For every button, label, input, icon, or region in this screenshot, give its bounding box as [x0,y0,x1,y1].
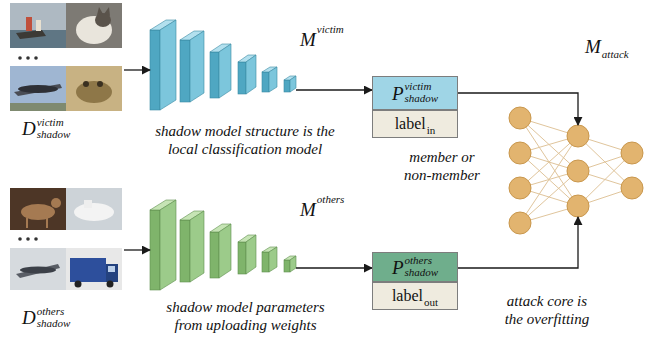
math-label: Mvictim [300,30,344,49]
prediction-box: Pvictimshadow [372,76,458,110]
subscript-text: shadow [404,267,438,279]
flow-arrow [458,93,578,125]
symbol-text: label [392,288,423,304]
image-grid [10,3,122,111]
flow-arrow [296,89,372,90]
subscript-text: shadow [404,93,438,105]
annotation-text: member or non-member [396,148,488,184]
math-label: Mothers [300,200,344,219]
symbol-text: M [300,200,316,219]
neural-network [520,118,632,223]
subscript-text: in [427,125,436,137]
annotation-text: shadow model structure is the local clas… [145,122,345,158]
dataset-images: Dvictimshadow [8,3,124,145]
image-grid [10,188,122,290]
superscript-text: victim [317,24,344,36]
symbol-text: M [300,30,316,49]
symbol-text: M [585,37,601,56]
attack-network: Mattack [505,105,645,236]
superscript-text: others [404,255,438,267]
math-label: labelin [395,116,436,132]
symbol-text: P [392,258,404,277]
network-neurons [509,107,643,234]
superscript-text: others [37,306,71,318]
math-label: Pvictimshadow [392,81,438,104]
script-stack: victimshadow [37,117,71,140]
cnn-model: Mvictim [150,18,296,112]
cnn-layers [150,200,296,290]
dataset-images: Dothersshadow [8,186,124,336]
script-stack: out [424,297,438,309]
subscript-text: out [424,297,438,309]
script-stack: othersshadow [37,306,71,329]
flow-arrow [458,217,578,268]
subscript-text: shadow [37,318,71,330]
cnn-layers [150,20,296,110]
script-stack: attack [602,49,629,61]
label-box: labelin [372,110,458,138]
symbol-text: P [392,84,404,103]
prediction-box: Pothersshadow [372,252,458,282]
script-stack: victimshadow [404,81,438,104]
annotation-text: attack core is the overfitting [497,292,597,328]
math-label: Dothersshadow [22,306,70,329]
math-label: Mattack [585,37,629,56]
math-label: labelout [392,288,438,304]
flow-arrow [124,69,150,70]
label-box: labelout [372,282,458,310]
flow-arrow [296,267,372,268]
cnn-model: Mothers [150,198,296,292]
symbol-text: D [22,308,36,327]
superscript-text: others [317,194,345,206]
script-stack: othersshadow [404,255,438,278]
subscript-text: shadow [37,129,71,141]
script-stack: in [427,125,436,137]
script-stack: victim [317,24,344,36]
annotation-text: shadow model parameters from uploading w… [158,298,333,334]
symbol-text: D [22,119,36,138]
flow-arrow [124,249,150,250]
superscript-text: victim [37,117,71,129]
superscript-text: victim [404,81,438,93]
math-label: Pothersshadow [392,255,438,278]
symbol-text: label [395,116,426,132]
subscript-text: attack [602,49,629,61]
math-label: Dvictimshadow [22,117,70,140]
script-stack: others [317,194,345,206]
